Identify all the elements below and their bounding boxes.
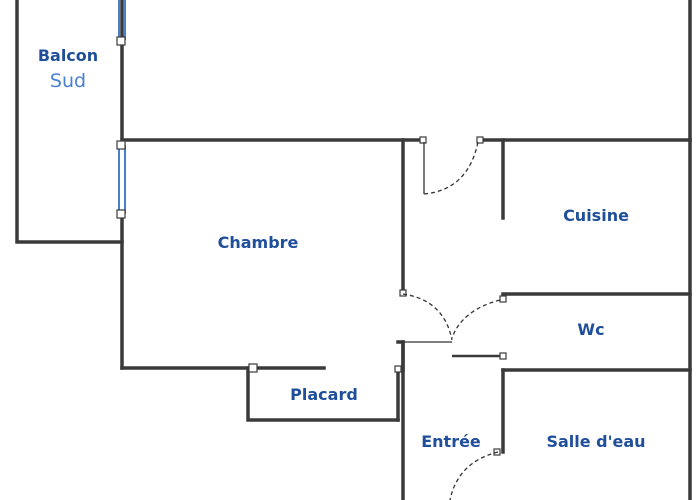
label-cuisine: Cuisine [563, 206, 629, 225]
door-swing [423, 141, 479, 195]
label-salle-eau: Salle d'eau [546, 432, 645, 451]
door-hinge [419, 136, 427, 144]
windows [116, 0, 126, 219]
label-placard: Placard [290, 385, 358, 404]
label-balcon: Balcon [38, 46, 98, 65]
doors [248, 136, 507, 500]
door-swing [449, 451, 499, 500]
door-swing [451, 299, 501, 339]
placard-wall [246, 366, 400, 422]
window-node [116, 36, 126, 46]
label-chambre: Chambre [218, 233, 299, 252]
label-entree: Entrée [421, 432, 481, 451]
label-wc: Wc [577, 320, 604, 339]
window-node [116, 209, 126, 219]
door-hinge [399, 289, 407, 297]
door-hinge [248, 363, 258, 373]
window-node [116, 140, 126, 150]
door-hinge [476, 136, 484, 144]
balcony-wall [15, 0, 124, 244]
door-swing [402, 293, 453, 341]
walls [15, 0, 692, 500]
label-sud: Sud [50, 70, 86, 92]
room-labels: Balcon Sud Chambre Cuisine Wc Placard En… [38, 46, 646, 451]
door-hinge [499, 352, 507, 360]
door-hinge [394, 365, 402, 373]
door-hinge [499, 295, 507, 303]
